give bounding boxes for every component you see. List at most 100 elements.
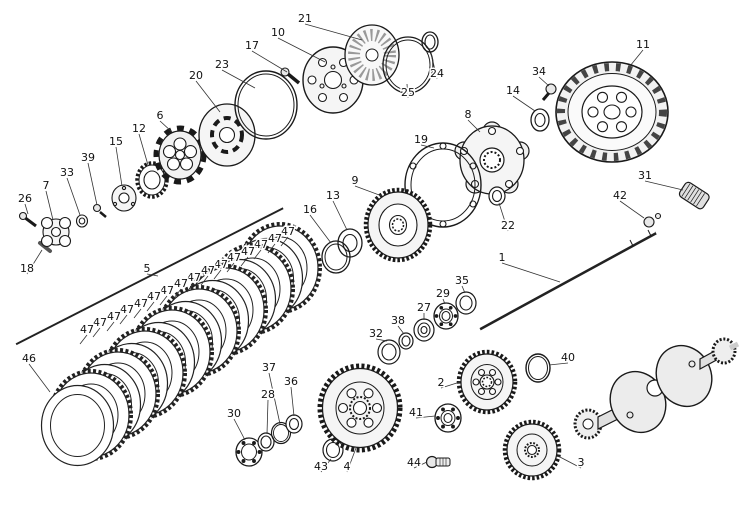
part-callout-20: 20	[189, 69, 203, 82]
leader-line	[213, 269, 222, 280]
part-callout-1: 1	[499, 251, 506, 264]
leader-line	[186, 282, 195, 293]
part-callout-8: 8	[465, 108, 472, 121]
part-callout-18: 18	[20, 262, 34, 275]
part-callout-47: 47	[147, 290, 161, 303]
leader-line	[397, 325, 405, 335]
part-4-primary-driven-gear	[317, 363, 403, 453]
part-37-ring	[270, 421, 292, 445]
part-callout-31: 31	[638, 169, 652, 182]
part-27-spacer	[413, 318, 435, 342]
leader-line	[159, 295, 168, 306]
part-callout-47: 47	[227, 251, 241, 264]
clutch-plate-stack	[40, 222, 322, 467]
leader-line	[548, 362, 569, 366]
part-3-gear	[502, 419, 562, 481]
part-callout-41: 41	[409, 406, 423, 419]
part-36-washer	[285, 414, 303, 434]
leader-line	[268, 372, 281, 425]
crankshaft	[573, 337, 740, 440]
part-callout-33: 33	[60, 166, 74, 179]
part-callout-21: 21	[298, 12, 312, 25]
leader-line	[119, 314, 128, 325]
part-callout-14: 14	[506, 84, 520, 97]
part-callout-37: 37	[262, 361, 276, 374]
leader-line	[346, 447, 357, 473]
leader-line	[66, 177, 81, 216]
leader-line	[280, 236, 289, 247]
leader-line	[420, 144, 435, 149]
part-callout-39: 39	[81, 151, 95, 164]
leader-line	[512, 95, 536, 112]
part-callout-7: 7	[43, 179, 50, 192]
part-callout-47: 47	[268, 232, 282, 245]
part-14-washer	[530, 108, 550, 132]
part-callout-47: 47	[281, 225, 295, 238]
part-callout-5: 5	[144, 262, 151, 275]
leader-line	[115, 146, 123, 187]
part-callout-22: 22	[501, 219, 515, 232]
leader-line	[251, 50, 288, 73]
part-44-bolt	[425, 455, 451, 469]
part-callout-6: 6	[157, 109, 164, 122]
leader-line	[79, 334, 88, 345]
part-callout-35: 35	[455, 274, 469, 287]
part-30-bearing	[235, 437, 263, 467]
part-callout-2: 2	[438, 376, 445, 389]
part-callout-19: 19	[414, 133, 428, 146]
part-callout-38: 38	[391, 314, 405, 327]
part-33-washer	[75, 214, 89, 228]
part-callout-9: 9	[352, 174, 359, 187]
part-callout-17: 17	[245, 39, 259, 52]
clutch-steel-plate	[40, 384, 115, 467]
leader-line	[442, 298, 446, 305]
part-callout-36: 36	[284, 375, 298, 388]
part-6-cush-hub	[153, 125, 207, 185]
leader-line	[87, 162, 98, 206]
part-callout-47: 47	[93, 316, 107, 329]
leader-line	[461, 285, 466, 294]
leader-line	[375, 338, 388, 342]
part-39-screw	[92, 203, 107, 218]
part-26-screw	[18, 211, 37, 228]
part-callout-13: 13	[326, 189, 340, 202]
leader-line	[332, 200, 348, 231]
part-callout-40: 40	[561, 351, 575, 364]
part-callout-25: 25	[401, 86, 415, 99]
part-callout-23: 23	[215, 58, 229, 71]
leader-line	[24, 203, 29, 215]
part-22-spacer-ring	[488, 186, 506, 206]
part-32-washer	[377, 339, 401, 365]
leader-line	[277, 37, 326, 63]
leader-line	[240, 256, 249, 267]
leader-line	[501, 262, 561, 283]
part-callout-47: 47	[134, 297, 148, 310]
leader-line	[200, 275, 209, 286]
part-callout-27: 27	[417, 301, 431, 314]
part-29-bearing	[433, 302, 459, 330]
leader-line	[266, 399, 269, 435]
leader-line	[629, 49, 644, 67]
leader-line	[221, 69, 256, 89]
leader-line	[467, 119, 481, 133]
leader-line	[106, 321, 115, 332]
part-40-snap-ring	[525, 353, 551, 383]
part-callout-12: 12	[132, 122, 146, 135]
part-28-washer	[257, 432, 275, 452]
part-21-spring-washer	[344, 24, 400, 86]
part-2-gear	[456, 349, 518, 415]
leader-line	[290, 386, 295, 417]
part-9-clutch-drum-gear	[363, 187, 433, 263]
leader-line	[92, 327, 101, 338]
part-7-spider-plate	[40, 216, 72, 248]
leader-line	[619, 200, 645, 219]
part-8-clutch-drum-flange	[454, 121, 530, 195]
part-callout-47: 47	[80, 323, 94, 336]
part-15-retainer-plate	[111, 184, 137, 212]
part-callout-43: 43	[314, 460, 328, 473]
leader-line	[159, 120, 173, 133]
leader-line	[173, 288, 182, 299]
leader-line	[226, 262, 235, 273]
part-callout-32: 32	[369, 327, 383, 340]
part-34-screw	[541, 83, 557, 101]
